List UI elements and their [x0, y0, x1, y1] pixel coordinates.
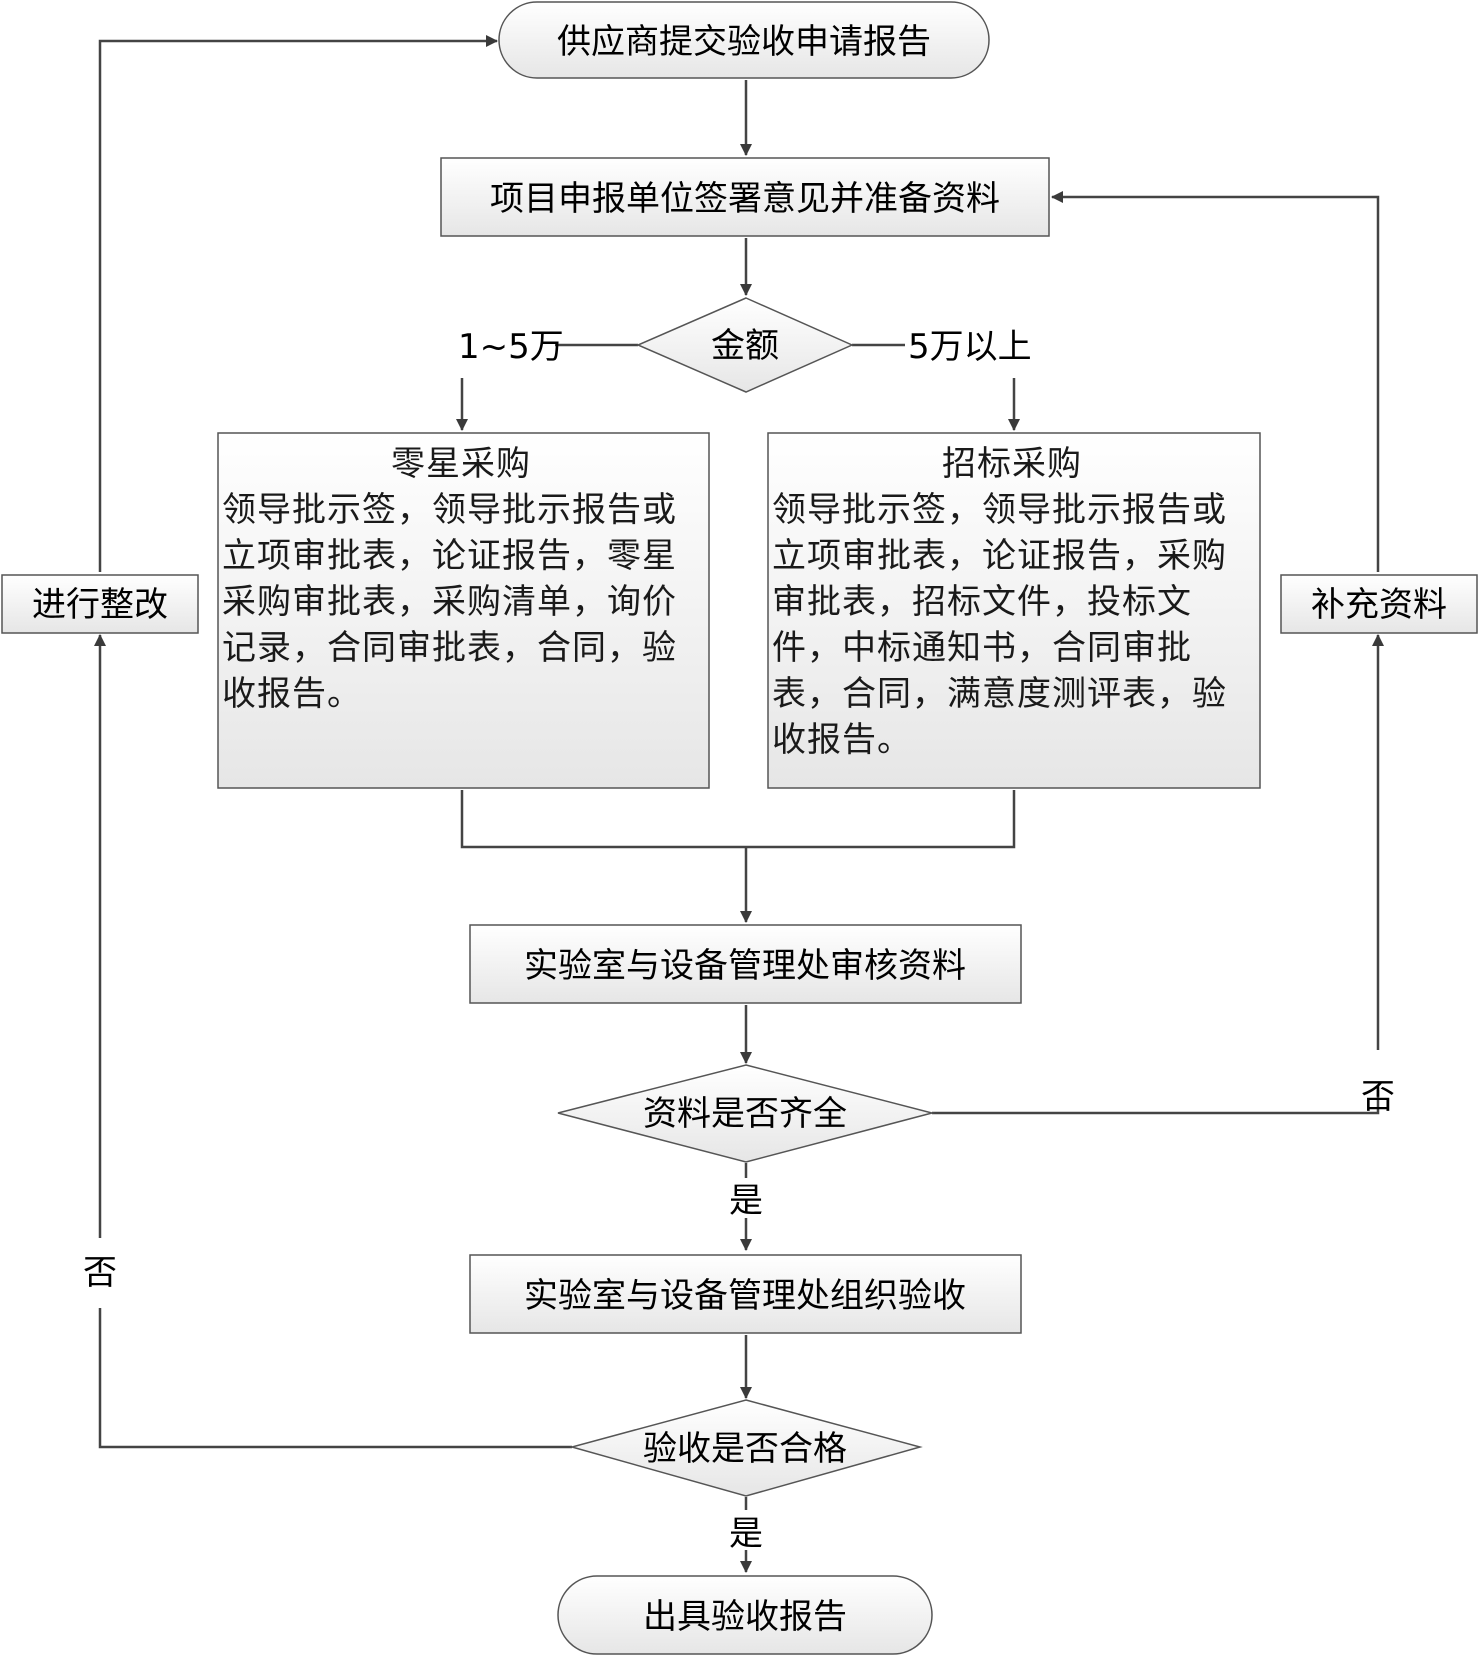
decision-complete-label: 资料是否齐全	[643, 1094, 847, 1134]
decision-complete: 资料是否齐全	[557, 1064, 935, 1163]
process-organize: 实验室与设备管理处组织验收	[469, 1254, 1022, 1334]
decision-pass-label: 验收是否合格	[643, 1429, 847, 1469]
small-purchase-text: 零星采购 领导批示签，领导批示报告或立项审批表，论证报告，零星采购审批表，采购清…	[222, 441, 700, 717]
process-unit-sign: 项目申报单位签署意见并准备资料	[440, 157, 1050, 237]
label-pass-yes: 是	[729, 1514, 763, 1554]
tender-purchase-title: 招标采购	[942, 444, 1082, 484]
process-rectify-label: 进行整改	[32, 585, 168, 625]
connector-complete-no	[932, 1090, 1380, 1115]
small-purchase-body: 领导批示签，领导批示报告或立项审批表，论证报告，零星采购审批表，采购清单，询价记…	[222, 490, 677, 714]
process-supplement: 补充资料	[1280, 574, 1478, 634]
process-rectify: 进行整改	[1, 574, 199, 634]
arrow-supplement-to-unit	[1051, 191, 1380, 572]
connector-pass-no	[98, 1308, 572, 1449]
terminal-issue-label: 出具验收报告	[643, 1597, 847, 1637]
tender-purchase-text: 招标采购 领导批示签，领导批示报告或立项审批表，论证报告，采购审批表，招标文件，…	[772, 441, 1252, 763]
decision-amount-label: 金额	[711, 326, 779, 366]
terminal-issue: 出具验收报告	[557, 1575, 933, 1655]
label-pass-no: 否	[83, 1253, 117, 1293]
process-tender-purchase	[767, 432, 1261, 789]
connector-merge	[460, 790, 1016, 849]
label-range-small: 1~5万	[458, 327, 564, 367]
process-review-label: 实验室与设备管理处审核资料	[524, 946, 966, 986]
process-review: 实验室与设备管理处审核资料	[469, 924, 1022, 1004]
process-supplement-label: 补充资料	[1311, 585, 1447, 625]
label-complete-no: 否	[1361, 1077, 1395, 1117]
terminal-submit: 供应商提交验收申请报告	[498, 1, 990, 79]
arrow-rectify-to-submit	[98, 35, 498, 572]
label-range-large: 5万以上	[908, 327, 1032, 367]
process-small-purchase	[217, 432, 710, 789]
terminal-submit-label: 供应商提交验收申请报告	[557, 22, 931, 62]
decision-pass: 验收是否合格	[569, 1399, 923, 1497]
label-complete-yes: 是	[729, 1181, 763, 1221]
process-unit-sign-label: 项目申报单位签署意见并准备资料	[490, 179, 1000, 219]
small-purchase-title: 零星采购	[391, 444, 531, 484]
decision-amount: 金额	[636, 297, 854, 393]
tender-purchase-body: 领导批示签，领导批示报告或立项审批表，论证报告，采购审批表，招标文件，投标文件，…	[772, 490, 1227, 760]
process-organize-label: 实验室与设备管理处组织验收	[524, 1276, 966, 1316]
